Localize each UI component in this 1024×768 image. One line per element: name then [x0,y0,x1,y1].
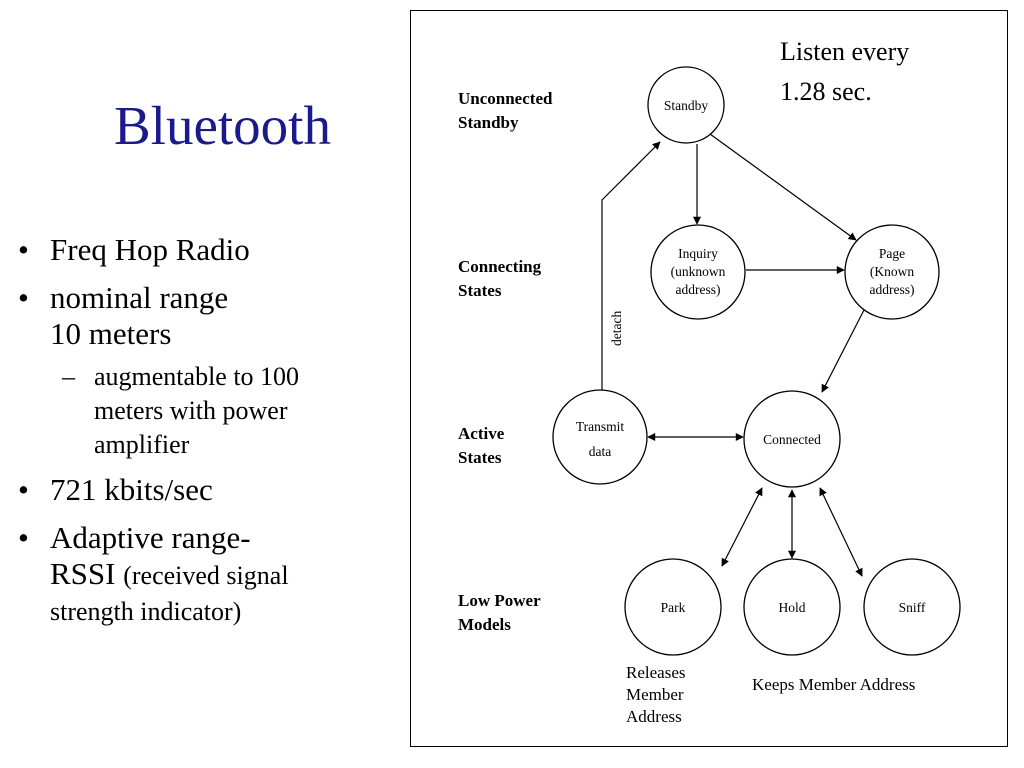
state-inquiry-label-line2: (unknown [671,264,726,279]
state-transmit-data [552,389,648,485]
state-inquiry [650,224,746,320]
state-sniff [863,558,961,656]
slide-title: Bluetooth [114,95,331,156]
state-sniff-label: Sniff [899,600,926,615]
bullet-rate: • 721 kbits/sec [18,472,213,507]
state-standby-label: Standby [664,98,709,113]
arrow-standby-to-page [709,133,857,241]
category-connecting-line1: Connecting [458,257,542,276]
category-unconnected-line2: Standby [458,113,519,132]
state-park-label: Park [661,600,686,615]
state-standby [647,66,725,144]
arrow-page-to-connected [821,309,865,393]
note-releases-line3: Address [626,707,682,726]
state-connected-label: Connected [763,432,821,447]
arrow-connected-sniff [819,487,863,577]
bullet-dot: • [18,472,29,507]
category-lowpower-line2: Models [458,615,511,634]
state-page-label-line1: Page [879,246,905,261]
bullet-list: • Freq Hop Radio • nominal range 10 mete… [14,232,409,642]
arrow-connected-park [721,487,763,567]
edge-label-detach: detach [609,311,624,346]
note-listen-line2: 1.28 sec. [780,77,872,106]
note-listen-line1: Listen every [780,37,909,66]
state-transmit-label-line1: Transmit [576,419,625,434]
state-connected [743,390,841,488]
category-lowpower-line1: Low Power [458,591,541,610]
bullet-dot: • [18,520,29,555]
bullet-adaptive: • Adaptive range- RSSI (received signal … [18,520,289,626]
state-page [844,224,940,320]
state-inquiry-label-line1: Inquiry [678,246,718,261]
arrow-detach-to-standby [601,141,661,390]
bullet-dot: • [18,280,29,315]
state-transmit-label-line2: data [589,444,612,459]
state-park [624,558,722,656]
bullet-freq-hop: • Freq Hop Radio [18,232,250,267]
state-hold-label: Hold [779,600,806,615]
category-connecting-line2: States [458,281,502,300]
bullet-range: • nominal range 10 meters [18,280,229,351]
state-inquiry-label-line3: address) [676,282,721,297]
category-active-line1: Active [458,424,505,443]
note-releases-line1: Releases [626,663,685,682]
sub-bullet-dash: – [62,362,75,391]
category-active-line2: States [458,448,502,467]
state-hold [743,558,841,656]
bullet-dot: • [18,232,29,267]
diagram-frame [410,10,1008,747]
note-keeps-member-address: Keeps Member Address [752,675,915,694]
category-unconnected-line1: Unconnected [458,89,553,108]
state-page-label-line3: address) [870,282,915,297]
note-releases-line2: Member [626,685,684,704]
sub-bullet-augment: – augmentable to 100 meters with power a… [62,362,300,459]
state-page-label-line2: (Known [870,264,914,279]
